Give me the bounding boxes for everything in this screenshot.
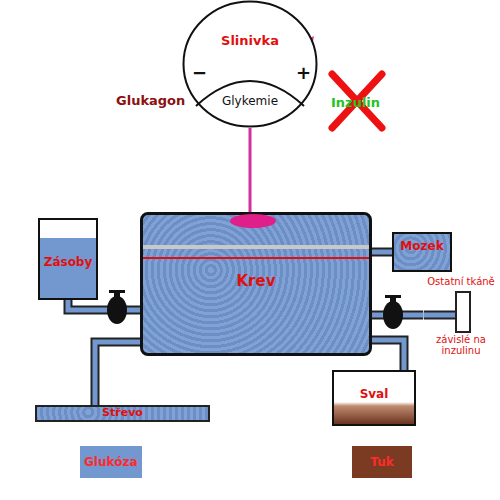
- cross-mark: [332, 74, 382, 128]
- valve: [107, 290, 127, 324]
- gauge-sector: Glykemie: [210, 92, 290, 116]
- node-title: Sval: [334, 388, 414, 402]
- legend-text: Glukóza: [84, 455, 138, 469]
- node-title: Zásoby: [40, 256, 96, 270]
- pipe-connector: [95, 342, 140, 405]
- node-title: Slinivka: [182, 34, 318, 49]
- level-line: [143, 257, 369, 259]
- sign-label: +: [296, 62, 311, 83]
- hormone-label: Inzulin: [331, 95, 380, 110]
- blood-tank: Krev: [140, 212, 372, 356]
- node-note: závislé na inzulinu: [423, 334, 499, 357]
- storage-tank: Zásoby: [38, 218, 98, 300]
- legend-text: Tuk: [370, 455, 393, 469]
- gut-pipe: Střevo: [35, 405, 210, 422]
- signal-line: [250, 128, 251, 214]
- muscle-box: Sval: [332, 370, 416, 426]
- node-title: Ostatní tkáně: [423, 276, 499, 288]
- sign-label: −: [192, 62, 207, 83]
- pipe-connector: [68, 300, 140, 310]
- node-title: Glykemie: [210, 95, 290, 109]
- pipe-stub: [424, 315, 457, 316]
- sensor-ellipse: [230, 214, 276, 228]
- legend-swatch: Tuk: [352, 446, 412, 478]
- node-title: Střevo: [37, 407, 208, 420]
- hormone-label: Glukagon: [116, 93, 185, 108]
- legend-swatch: Glukóza: [80, 446, 142, 478]
- fluid-band: [143, 245, 369, 249]
- valve: [383, 295, 403, 329]
- pipe-connector: [372, 252, 392, 253]
- tissue-group: Ostatní tkáně závislé na inzulinu: [423, 276, 499, 364]
- brain-tank: Mozek: [392, 232, 452, 272]
- tissue-box: [456, 292, 470, 332]
- pipe-connector: [372, 340, 404, 370]
- node-title: Krev: [143, 273, 369, 290]
- node-title: Mozek: [394, 240, 450, 254]
